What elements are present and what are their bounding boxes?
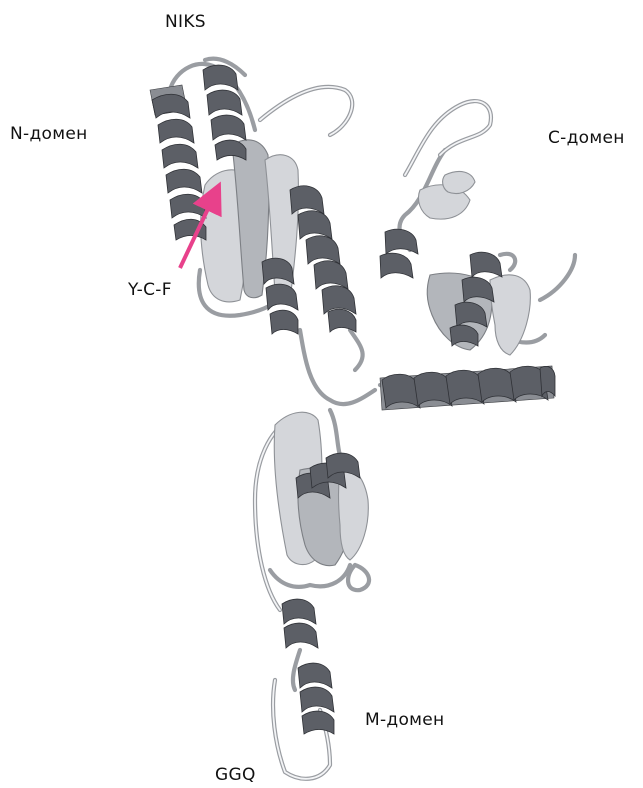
helix-n3 bbox=[290, 186, 356, 332]
helix-m2 bbox=[282, 599, 318, 648]
beta-sheets bbox=[201, 140, 531, 566]
n-domain-label: N-домен bbox=[10, 124, 88, 144]
ycf-label: Y-C-F bbox=[128, 280, 172, 300]
helix-n2 bbox=[203, 65, 246, 160]
helix-c3 bbox=[380, 366, 555, 410]
helix-n1 bbox=[150, 85, 206, 240]
m-domain-label: M-домен bbox=[365, 710, 444, 730]
coil-loops bbox=[170, 59, 575, 779]
c-domain-label: C-домен bbox=[548, 128, 625, 148]
niks-label: NIKS bbox=[165, 12, 206, 32]
helix-m3 bbox=[298, 663, 334, 734]
ggq-label: GGQ bbox=[215, 765, 256, 785]
alpha-helices bbox=[150, 65, 555, 734]
helix-c1 bbox=[380, 229, 418, 278]
